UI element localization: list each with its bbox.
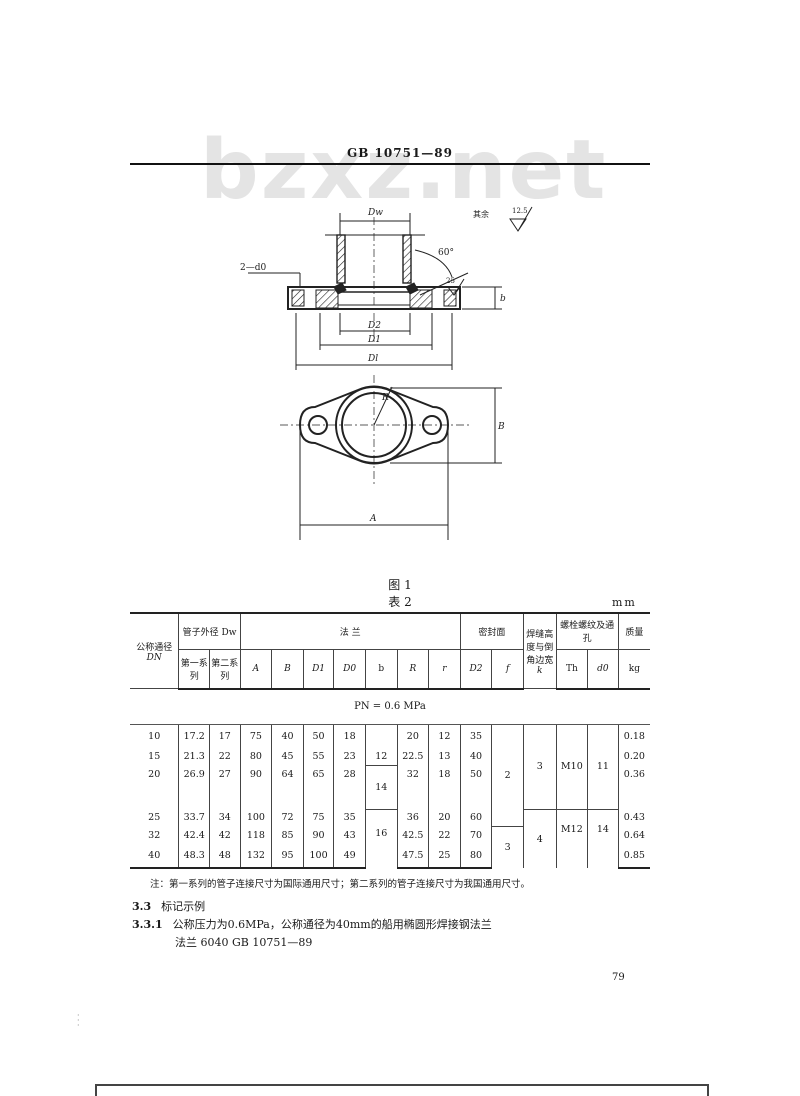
svg-text:D2: D2 bbox=[367, 321, 381, 331]
hdr-series1: 第一系列 bbox=[178, 648, 211, 690]
svg-text:其余: 其余 bbox=[473, 209, 489, 219]
standard-code-header: GB 10751—89 bbox=[346, 146, 453, 160]
cell-k-4: 4 bbox=[522, 808, 557, 869]
flange-technical-drawing: Dw 2—d0 60° b D2 D1 Dl R B A 其余 12.5 25 bbox=[240, 206, 533, 540]
page-number: 79 bbox=[612, 972, 625, 983]
marking-example: 法兰 6040 GB 10751—89 bbox=[175, 936, 313, 949]
svg-text:A: A bbox=[369, 514, 377, 524]
cell-th-m12: M12 bbox=[555, 808, 589, 869]
hdr-f: f bbox=[505, 663, 510, 674]
svg-text:2—d0: 2—d0 bbox=[240, 263, 266, 273]
cell-d0-11: 11 bbox=[587, 724, 619, 810]
cell-b-14: 14 bbox=[364, 765, 398, 810]
hdr-series2: 第二系列 bbox=[209, 648, 241, 690]
svg-text:B: B bbox=[497, 422, 505, 432]
hdr-mass: 质量 bbox=[617, 612, 650, 650]
hdr-kg: kg bbox=[617, 648, 650, 690]
cell-th-m10: M10 bbox=[555, 724, 589, 810]
hdr-seal: 密封面 bbox=[459, 612, 524, 650]
section-3-3: 3.3 标记示例 bbox=[132, 898, 205, 914]
cell-f-2: 2 bbox=[491, 724, 524, 827]
section-title: 标记示例 bbox=[161, 900, 206, 913]
hdr-D2: D2 bbox=[469, 663, 483, 674]
section-3-3-1: 3.3.1 公称压力为0.6MPa，公称通径为40mm的船用椭圆形焊接钢法兰 bbox=[132, 916, 492, 932]
table-unit: mm bbox=[612, 596, 637, 609]
svg-text:60°: 60° bbox=[438, 248, 454, 258]
section-number: 3.3.1 bbox=[132, 918, 163, 931]
cell-b-12: 12 bbox=[364, 724, 398, 766]
watermark: bzxz.net bbox=[200, 123, 608, 218]
cell-f-3: 3 bbox=[491, 826, 524, 869]
hdr-d0: d0 bbox=[597, 663, 609, 674]
svg-text:Dl: Dl bbox=[367, 354, 378, 364]
hdr-b: b bbox=[364, 648, 398, 690]
table-spacer-row bbox=[130, 783, 650, 810]
svg-text:25: 25 bbox=[446, 277, 455, 285]
hdr-pipe-od: 管子外径 Dw bbox=[178, 612, 241, 650]
figure-caption: 图 1 bbox=[388, 578, 412, 592]
hdr-D1: D1 bbox=[312, 663, 326, 674]
hdr-flange: 法 兰 bbox=[239, 612, 461, 650]
hdr-A: A bbox=[252, 663, 260, 674]
svg-text:R: R bbox=[381, 393, 389, 403]
pressure-row: PN = 0.6 MPa bbox=[130, 688, 650, 725]
bottom-frame bbox=[95, 1084, 709, 1096]
scan-artifact: ··· bbox=[77, 1011, 80, 1030]
hdr-R: R bbox=[409, 663, 417, 674]
hdr-bolt: 螺栓螺纹及通孔 bbox=[555, 612, 619, 650]
label-dw: Dw bbox=[367, 208, 383, 218]
hdr-r: r bbox=[442, 663, 447, 674]
section-text: 公称压力为0.6MPa，公称通径为40mm的船用椭圆形焊接钢法兰 bbox=[172, 918, 492, 931]
cell-b-16: 16 bbox=[364, 809, 398, 869]
section-number: 3.3 bbox=[132, 900, 152, 913]
hdr-B: B bbox=[284, 663, 291, 674]
cell-d0-14: 14 bbox=[587, 808, 619, 869]
table-title: 表 2 bbox=[388, 595, 412, 609]
svg-text:b: b bbox=[500, 294, 506, 304]
table-note: 注：第一系列的管子连接尺寸为国际通用尺寸；第二系列的管子连接尺寸为我国通用尺寸。 bbox=[150, 879, 531, 890]
hdr-D0: D0 bbox=[343, 663, 357, 674]
header-rule bbox=[130, 163, 650, 165]
svg-text:12.5: 12.5 bbox=[512, 207, 528, 215]
hdr-Th: Th bbox=[555, 648, 589, 690]
svg-text:D1: D1 bbox=[367, 335, 381, 345]
cell-k-3: 3 bbox=[522, 724, 557, 810]
